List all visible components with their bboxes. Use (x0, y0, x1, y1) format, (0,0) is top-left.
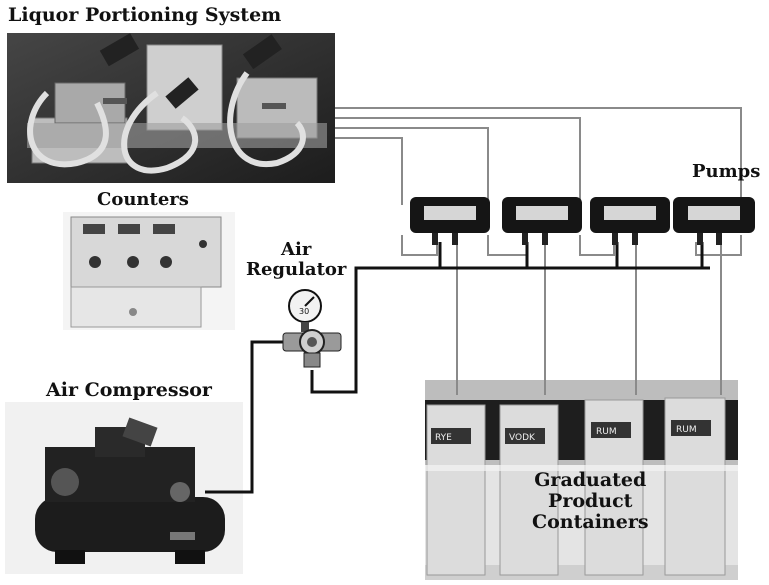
pump-1 (410, 197, 490, 245)
liquor-line-4 (335, 137, 403, 205)
container-tag-2: VODK (509, 433, 536, 443)
container-2: VODK (499, 404, 559, 576)
pump-4 (673, 197, 755, 245)
air-regulator-label-line1: Air (281, 239, 312, 260)
pump-3 (590, 197, 670, 245)
pump-2 (502, 197, 582, 245)
liquor-portioning-system-photo (7, 33, 335, 183)
gauge-value: 30 (299, 307, 309, 316)
container-3: RUM (584, 399, 644, 576)
diagram-title: Liquor Portioning System (8, 4, 282, 26)
air-regulator-label: Air Regulator (246, 240, 346, 280)
container-tag-4: RUM (676, 425, 697, 435)
graduated-containers-label: Graduated Product Containers (532, 470, 649, 533)
containers-label-line3: Containers (532, 510, 649, 533)
container-tag-1: RYE (435, 433, 452, 443)
air-lines (205, 242, 710, 494)
counters-photo (63, 212, 235, 330)
air-regulator: 30 (282, 289, 342, 368)
air-compressor-photo (5, 402, 243, 574)
liquor-line-3 (335, 127, 489, 205)
container-tag-3: RUM (596, 427, 617, 437)
air-regulator-label-line2: Regulator (246, 258, 347, 280)
liquor-line-3b (487, 235, 528, 256)
air-line-regulator (310, 266, 710, 394)
counters-label: Counters (97, 189, 189, 210)
liquor-line-2 (335, 117, 581, 205)
liquor-lines (335, 107, 742, 395)
liquor-line-1 (335, 107, 742, 205)
air-line-compressor (205, 340, 283, 494)
pumps-label: Pumps (692, 161, 761, 182)
graduated-containers-photo: RYE VODK RUM RUM (425, 380, 738, 580)
liquor-line-4b (401, 235, 438, 256)
liquor-line-1b (695, 235, 742, 256)
air-compressor-label: Air Compressor (46, 379, 212, 401)
liquor-line-2b (579, 235, 615, 256)
containers-label-line1: Graduated (534, 469, 647, 491)
containers-label-line2: Product (548, 489, 633, 512)
container-1: RYE (426, 404, 486, 576)
container-4: RUM (664, 397, 726, 576)
